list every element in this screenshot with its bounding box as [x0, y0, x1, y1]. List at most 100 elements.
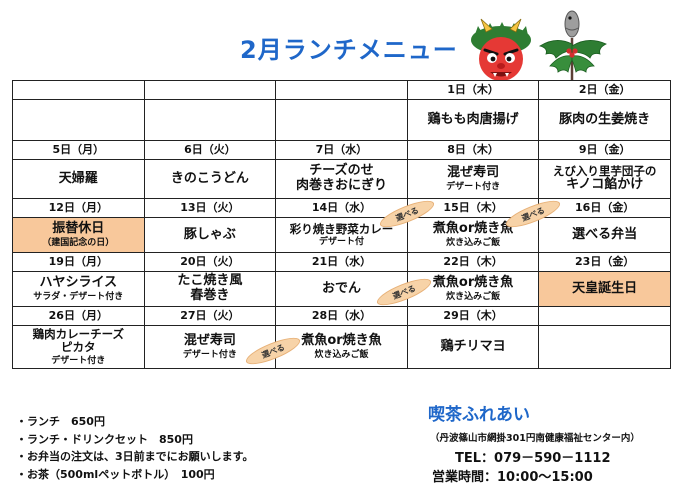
date-cell: 22日（木）	[406, 252, 540, 272]
menu-main: 煮魚or焼き魚	[432, 220, 514, 236]
price-item: ・お弁当の注文は、3日前までにお願いします。	[16, 450, 254, 463]
menu-cell	[275, 99, 408, 141]
menu-cell: えび入り里芋団子のキノコ餡かけ	[538, 159, 671, 199]
menu-main: 天婦羅	[58, 170, 98, 186]
menu-main: 鶏チリマヨ	[440, 338, 506, 354]
menu-cell: 天婦羅	[12, 159, 145, 199]
menu-cell: 彩り焼き野菜カレーデザート付	[275, 217, 408, 253]
date-cell: 23日（金）	[538, 252, 671, 272]
menu-main: 煮魚or焼き魚	[301, 332, 382, 348]
shop-name: 喫茶ふれあい	[428, 405, 530, 425]
menu-sub: （建国記念の日）	[42, 237, 115, 248]
menu-cell-holiday: 振替休日（建国記念の日）	[12, 217, 145, 253]
menu-cell: たこ焼き風春巻き	[143, 271, 277, 307]
date-cell: 8日（木）	[406, 140, 540, 160]
shop-tel: TEL：079－590－1112	[455, 451, 611, 466]
menu-main: 彩り焼き野菜カレー	[289, 221, 394, 236]
price-item: ・ランチ・ドリンクセット 850円	[16, 432, 193, 446]
menu-main-line-2: 肉巻きおにぎり	[295, 178, 387, 193]
date-cell: 5日（月）	[12, 140, 145, 160]
date-row-week-1: 1日（木） 2日（金）	[12, 80, 675, 100]
date-cell	[12, 80, 145, 100]
menu-row-week-5: 鶏肉カレーチーズピカタデザート付き 混ぜ寿司デザート付き 煮魚or焼き魚炊き込み…	[12, 325, 675, 369]
date-row-week-3: 12日（月） 13日（火） 14日（水） 15日（木） 16日（金）	[12, 198, 675, 218]
date-cell	[275, 80, 408, 100]
menu-cell-holiday: 天皇誕生日	[538, 271, 671, 307]
menu-sub: デザート付き	[51, 355, 106, 366]
date-cell: 29日（木）	[406, 306, 540, 326]
menu-cell: きのこうどん	[143, 159, 277, 199]
menu-main: たこ焼き風	[177, 273, 243, 289]
menu-main: 豚しゃぶ	[183, 226, 236, 242]
date-cell: 13日（火）	[143, 198, 277, 218]
date-cell: 9日（金）	[538, 140, 671, 160]
menu-sub: 炊き込みご飯	[446, 291, 501, 302]
menu-sub: 炊き込みご飯	[446, 237, 501, 248]
menu-main-line-2: 春巻き	[190, 288, 230, 303]
date-cell	[538, 306, 671, 326]
menu-main: おでん	[321, 280, 361, 296]
menu-cell	[143, 99, 277, 141]
date-cell: 16日（金）	[538, 198, 671, 218]
date-cell: 6日（火）	[143, 140, 277, 160]
lunch-calendar: 1日（木） 2日（金） 鶏もも肉唐揚げ 豚肉の生姜焼き 5日（月） 6日（火） …	[12, 80, 675, 369]
oni-demon-icon	[471, 18, 531, 81]
date-cell: 19日（月）	[12, 252, 145, 272]
menu-cell: 煮魚or焼き魚炊き込みご飯	[275, 325, 408, 369]
menu-main-line-2: キノコ餡かけ	[566, 177, 644, 193]
date-row-week-5: 26日（月） 27日（火） 28日（水） 29日（木）	[12, 306, 675, 326]
date-cell: 20日（火）	[143, 252, 277, 272]
date-cell: 28日（水）	[275, 306, 408, 326]
menu-main: 振替休日	[52, 220, 105, 236]
menu-cell: 鶏チリマヨ	[406, 325, 540, 369]
menu-cell	[12, 99, 145, 141]
menu-sub: デザート付	[318, 236, 364, 247]
menu-sub: 炊き込みご飯	[314, 349, 369, 360]
menu-sub: デザート付き	[182, 349, 237, 360]
page-title: 2月ランチメニュー	[240, 36, 458, 64]
menu-main: 混ぜ寿司	[447, 164, 500, 180]
menu-sub: デザート付き	[446, 181, 501, 192]
shop-hours: 営業時間：10:00～15:00	[432, 470, 593, 485]
menu-main: 選べる弁当	[572, 226, 638, 242]
date-cell: 27日（火）	[143, 306, 277, 326]
price-item: ・ランチ 650円	[16, 415, 105, 428]
menu-row-week-3: 振替休日（建国記念の日） 豚しゃぶ 彩り焼き野菜カレーデザート付 煮魚or焼き魚…	[12, 217, 675, 253]
date-row-week-4: 19日（月） 20日（火） 21日（水） 22日（木） 23日（金）	[12, 252, 675, 272]
menu-row-week-1: 鶏もも肉唐揚げ 豚肉の生姜焼き	[12, 99, 675, 141]
menu-main-line-2: ピカタ	[61, 340, 96, 355]
price-item: ・お茶（500mlペットボトル） 100円	[16, 467, 215, 481]
menu-cell: 煮魚or焼き魚炊き込みご飯	[406, 217, 540, 253]
menu-main: 鶏肉カレーチーズ	[32, 327, 125, 342]
date-cell: 1日（木）	[406, 80, 540, 100]
date-row-week-2: 5日（月） 6日（火） 7日（水） 8日（木） 9日（金）	[12, 140, 675, 160]
date-cell: 7日（水）	[275, 140, 408, 160]
menu-cell: 混ぜ寿司デザート付き	[143, 325, 277, 369]
menu-cell: 煮魚or焼き魚炊き込みご飯	[406, 271, 540, 307]
menu-cell: 混ぜ寿司デザート付き	[406, 159, 540, 199]
date-cell: 26日（月）	[12, 306, 145, 326]
menu-row-week-2: 天婦羅 きのこうどん チーズのせ肉巻きおにぎり 混ぜ寿司デザート付き えび入り里…	[12, 159, 675, 199]
date-cell: 21日（水）	[275, 252, 408, 272]
menu-cell: 豚肉の生姜焼き	[538, 99, 671, 141]
menu-cell: 鶏肉カレーチーズピカタデザート付き	[12, 325, 145, 369]
menu-cell	[538, 325, 671, 369]
price-list: ・ランチ 650円 ・ランチ・ドリンクセット 850円 ・お弁当の注文は、3日前…	[16, 413, 254, 483]
menu-cell: 豚しゃぶ	[143, 217, 277, 253]
date-cell: 12日（月）	[12, 198, 145, 218]
shop-address: （丹波篠山市網掛301円南健康福祉センター内）	[430, 433, 640, 444]
menu-main: えび入り里芋団子の	[552, 163, 657, 178]
menu-sub: サラダ・デザート付き	[33, 291, 124, 302]
menu-main: ハヤシライス	[39, 274, 118, 290]
menu-main: 豚肉の生姜焼き	[559, 111, 651, 127]
menu-cell: 選べる弁当	[538, 217, 671, 253]
menu-cell: 鶏もも肉唐揚げ	[406, 99, 540, 141]
menu-main: 煮魚or焼き魚	[432, 274, 514, 290]
date-cell: 2日（金）	[538, 80, 671, 100]
menu-main: 鶏もも肉唐揚げ	[427, 111, 519, 127]
date-cell	[143, 80, 277, 100]
holly-sardine-icon	[538, 10, 607, 80]
menu-main: 混ぜ寿司	[183, 332, 236, 348]
menu-main: きのこうどん	[170, 170, 249, 186]
menu-row-week-4: ハヤシライスサラダ・デザート付き たこ焼き風春巻き おでん 煮魚or焼き魚炊き込…	[12, 271, 675, 307]
